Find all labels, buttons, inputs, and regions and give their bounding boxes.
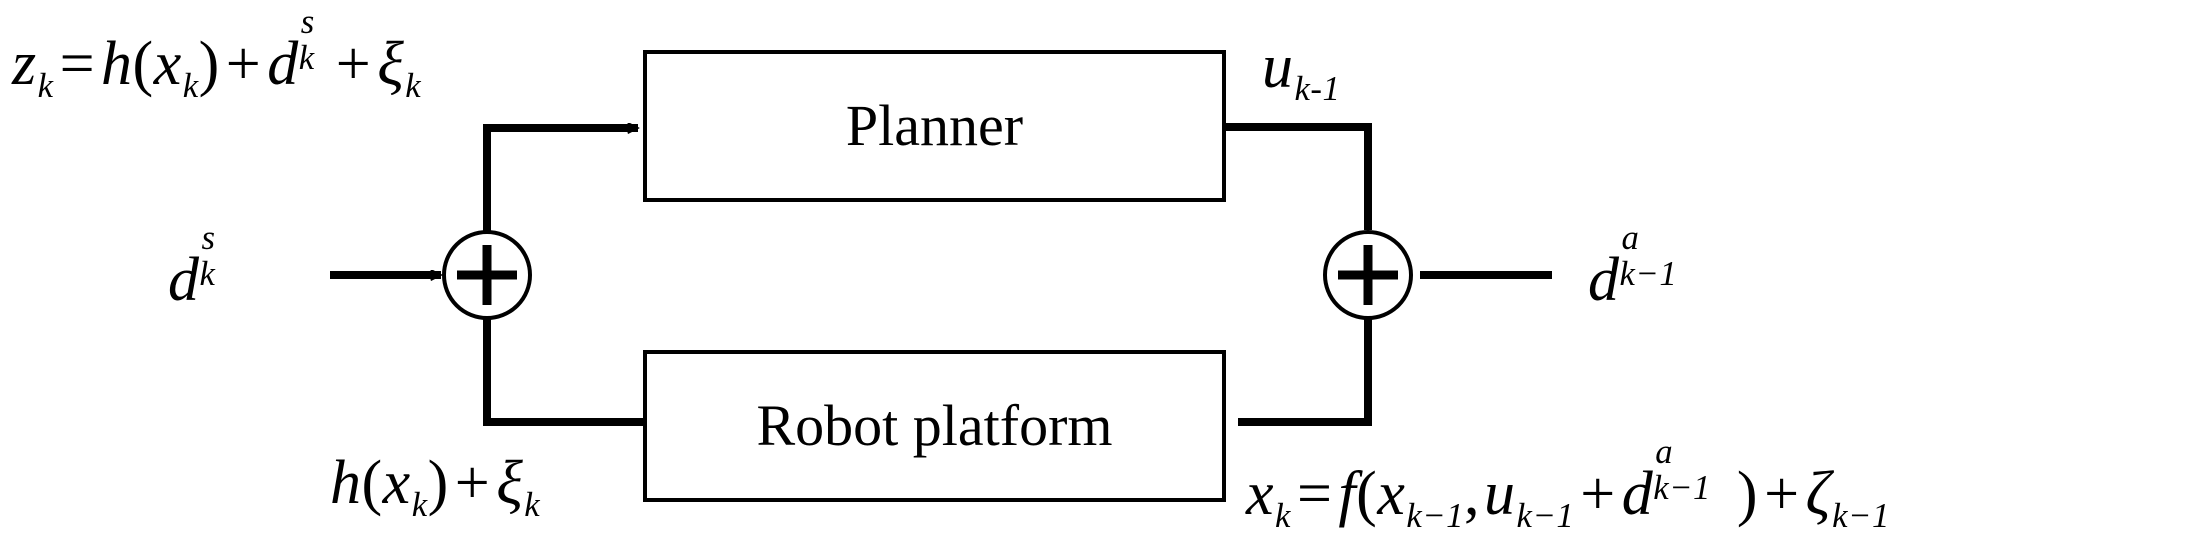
actuator-attack-sub: k−1 [1619,254,1678,294]
measurement-z: z [12,30,37,98]
output-close-paren: ) [427,449,449,517]
output-equation: h(xk)+ξk [330,452,540,523]
dynamics-d-sub: k−1 [1653,468,1711,508]
control-signal-label: uk-1 [1262,36,1340,107]
planner-block [643,50,1226,202]
measurement-x: x [153,30,182,98]
output-xi: ξ [496,449,524,517]
measurement-close-paren: ) [198,30,220,98]
output-plus: + [454,449,491,517]
output-xi-sub: k [524,485,541,525]
measurement-d-sup: s [300,1,315,41]
dynamics-open-paren: ( [1356,460,1378,528]
output-x: x [382,449,411,517]
planner-output-path [1224,123,1372,230]
dynamics-plus-2: + [1764,460,1800,528]
planner-block-label: Planner [845,93,1024,158]
control-to-robot-path [1237,318,1372,426]
output-x-sub: k [411,485,428,525]
measurement-to-planner-path [483,128,638,232]
measurement-equals: = [59,30,96,98]
measurement-xi: ξ [377,30,405,98]
dynamics-x-arg: x [1377,460,1406,528]
measurement-plus-2: + [335,30,372,98]
sensor-attack-d: d [168,246,200,314]
output-open-paren: ( [361,449,383,517]
dynamics-f: f [1338,460,1357,528]
dynamics-u-sub: k−1 [1516,496,1575,536]
dynamics-u: u [1484,460,1516,528]
measurement-d-sub: k [298,38,315,78]
robot-platform-block [643,350,1226,502]
robot-feedback-path [483,318,645,426]
measurement-h: h [101,30,133,98]
actuator-attack-sup: a [1621,217,1640,257]
dynamics-comma: , [1464,460,1481,528]
dynamics-d-sup: a [1655,431,1674,471]
dynamics-x-arg-sub: k−1 [1406,496,1465,536]
measurement-d: d [267,30,299,98]
measurement-z-sub: k [37,66,54,106]
dynamics-zeta: ζ [1805,460,1832,528]
dynamics-close-paren: ) [1736,460,1759,528]
control-u: u [1262,33,1294,101]
sensor-attack-sup: s [201,217,216,257]
dynamics-equals: = [1296,460,1333,528]
control-u-sub: k-1 [1294,69,1341,109]
sensor-attack-sub: k [199,254,216,294]
dynamics-plus-1: + [1580,460,1616,528]
measurement-open-paren: ( [132,30,154,98]
measurement-x-sub: k [182,66,199,106]
measurement-xi-sub: k [405,66,422,106]
dynamics-d: d [1621,460,1654,528]
robot-platform-block-label: Robot platform [756,393,1113,458]
actuator-attack-d: d [1588,246,1620,314]
dynamics-x: x [1246,460,1275,528]
measurement-plus-1: + [225,30,262,98]
dynamics-x-sub: k [1275,496,1291,536]
dynamics-zeta-sub: k−1 [1832,496,1890,536]
output-h: h [330,449,362,517]
